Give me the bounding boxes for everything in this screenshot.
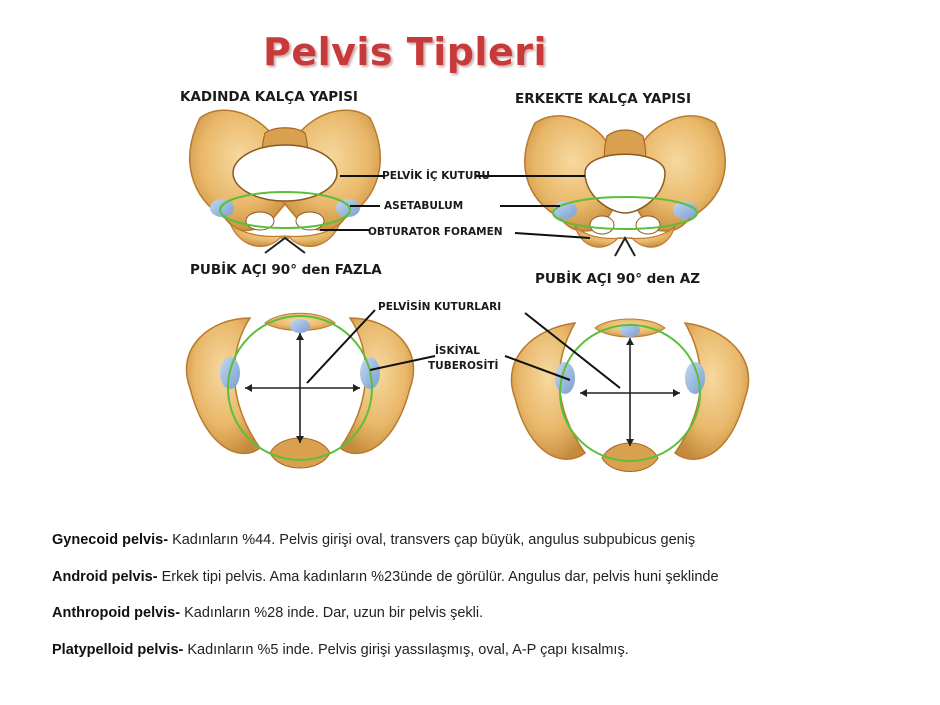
- pelvis-type-text: Kadınların %28 inde. Dar, uzun bir pelvi…: [180, 605, 484, 621]
- male-heading: ERKEKTE KALÇA YAPISI: [515, 91, 692, 107]
- ischial-label-line1: İSKİYAL: [435, 345, 480, 357]
- pelvis-type-text: Kadınların %44. Pelvis girişi oval, tran…: [168, 532, 696, 548]
- female-pelvis-front: [189, 109, 381, 254]
- pelvis-type-text: Erkek tipi pelvis. Ama kadınların %23ünd…: [157, 568, 719, 585]
- leader-lines: [306, 175, 621, 389]
- pelvis-type-term: Gynecoid pelvis-: [52, 532, 169, 548]
- male-pelvis-top: [510, 318, 750, 472]
- female-heading: KADINDA KALÇA YAPISI: [180, 89, 358, 105]
- inlet-label: PELVİK İÇ KUTURU: [382, 170, 490, 182]
- pelvis-type-android: Android pelvis- Erkek tipi pelvis. Ama k…: [52, 565, 922, 589]
- pelvis-figure: KADINDA KALÇA YAPISI ERKEKTE KALÇA YAPIS…: [170, 78, 770, 493]
- pelvis-type-text: Kadınların %5 inde. Pelvis girişi yassıl…: [183, 641, 629, 658]
- pelvis-type-platypelloid: Platypelloid pelvis- Kadınların %5 inde.…: [52, 638, 922, 662]
- slide-title: Pelvis Tipleri: [262, 30, 547, 74]
- female-angle-label: PUBİK AÇI 90° den FAZLA: [190, 262, 382, 278]
- male-angle-label: PUBİK AÇI 90° den AZ: [535, 271, 701, 287]
- acetabulum-label: ASETABULUM: [384, 200, 464, 212]
- pelvis-type-gynecoid: Gynecoid pelvis- Kadınların %44. Pelvis …: [52, 528, 922, 552]
- female-pelvis-top: [185, 312, 415, 469]
- ischial-label-line2: TUBEROSİTİ: [428, 360, 499, 372]
- pelvis-type-term: Android pelvis-: [52, 568, 158, 585]
- pelvis-type-anthropoid: Anthropoid pelvis- Kadınların %28 inde. …: [52, 601, 922, 625]
- pelvis-type-term: Platypelloid pelvis-: [52, 641, 184, 658]
- pelvis-illustration: [185, 109, 750, 472]
- pelvis-type-term: Anthropoid pelvis-: [52, 605, 181, 621]
- male-pelvis-front: [524, 115, 726, 257]
- obturator-label: OBTURATOR FORAMEN: [368, 226, 503, 238]
- diameters-label: PELVİSİN KUTURLARI: [378, 301, 502, 313]
- pelvis-types-list: Gynecoid pelvis- Kadınların %44. Pelvis …: [52, 528, 922, 674]
